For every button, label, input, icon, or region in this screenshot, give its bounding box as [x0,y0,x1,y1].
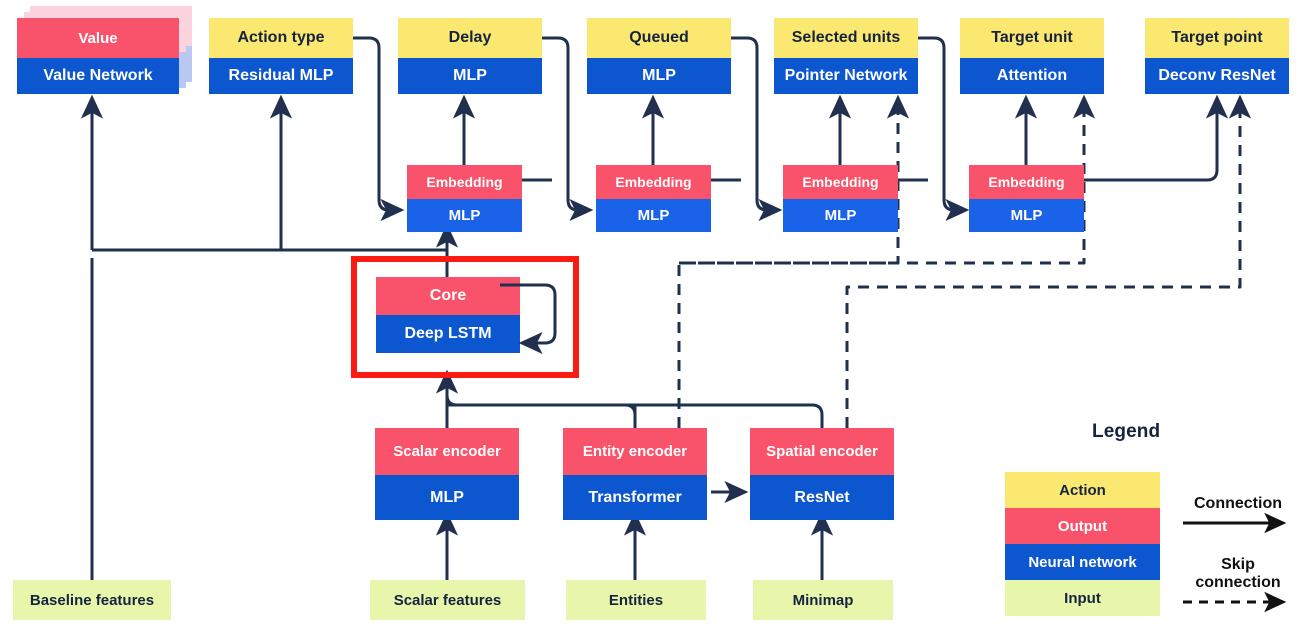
encoder-spatial-output-label: Spatial encoder [750,428,894,475]
legend-swatch-input: Input [1005,580,1160,616]
encoder-entity[interactable]: Entity encoder Transformer [563,428,707,520]
embedding-3-output-label: Embedding [783,165,898,199]
embedding-4-network-label: MLP [969,199,1084,232]
embedding-block-1[interactable]: Embedding MLP [407,165,522,232]
head-action-type-network-label: Residual MLP [209,58,353,94]
core-network-label: Deep LSTM [376,315,520,353]
head-selected-units[interactable]: Selected units Pointer Network [774,18,918,94]
head-queued-network-label: MLP [587,58,731,94]
core-block[interactable]: Core Deep LSTM [376,277,520,353]
legend-swatch-output: Output [1005,508,1160,544]
encoder-scalar-output-label: Scalar encoder [375,428,519,475]
head-target-point-network-label: Deconv ResNet [1145,58,1289,94]
core-highlight-box [351,256,579,378]
core-output-label: Core [376,277,520,315]
head-target-unit-action-label: Target unit [960,18,1104,58]
input-baseline-features[interactable]: Baseline features [13,580,171,620]
legend-swatch-action: Action [1005,472,1160,508]
input-minimap[interactable]: Minimap [753,580,893,620]
head-delay[interactable]: Delay MLP [398,18,542,94]
embedding-2-output-label: Embedding [596,165,711,199]
head-target-unit[interactable]: Target unit Attention [960,18,1104,94]
embedding-block-4[interactable]: Embedding MLP [969,165,1084,232]
head-delay-network-label: MLP [398,58,542,94]
encoder-scalar[interactable]: Scalar encoder MLP [375,428,519,520]
head-selected-units-network-label: Pointer Network [774,58,918,94]
embedding-1-network-label: MLP [407,199,522,232]
legend-skip-connection-label-line1: Skip [1221,556,1255,573]
head-value[interactable]: Value Value Network [17,18,179,94]
head-action-type-action-label: Action type [209,18,353,58]
encoder-entity-output-label: Entity encoder [563,428,707,475]
embedding-block-2[interactable]: Embedding MLP [596,165,711,232]
legend-swatch-stack: Action Output Neural network Input [1005,472,1160,616]
embedding-2-network-label: MLP [596,199,711,232]
input-entities[interactable]: Entities [566,580,706,620]
head-value-action-label: Value [17,18,179,58]
encoder-spatial[interactable]: Spatial encoder ResNet [750,428,894,520]
head-target-unit-network-label: Attention [960,58,1104,94]
embedding-block-3[interactable]: Embedding MLP [783,165,898,232]
input-entities-label: Entities [566,580,706,620]
input-baseline-features-label: Baseline features [13,580,171,620]
legend-title: Legend [1092,421,1161,442]
input-scalar-features[interactable]: Scalar features [370,580,525,620]
legend-skip-connection-label-line2: connection [1195,574,1281,591]
input-minimap-label: Minimap [753,580,893,620]
head-queued-action-label: Queued [587,18,731,58]
input-scalar-features-label: Scalar features [370,580,525,620]
legend-connection-label: Connection [1194,495,1282,512]
encoder-scalar-network-label: MLP [375,475,519,520]
head-target-point-action-label: Target point [1145,18,1289,58]
head-queued[interactable]: Queued MLP [587,18,731,94]
embedding-4-output-label: Embedding [969,165,1084,199]
embedding-3-network-label: MLP [783,199,898,232]
head-target-point[interactable]: Target point Deconv ResNet [1145,18,1289,94]
head-value-network-label: Value Network [17,58,179,94]
encoder-spatial-network-label: ResNet [750,475,894,520]
legend-swatch-neural-network: Neural network [1005,544,1160,580]
head-selected-units-action-label: Selected units [774,18,918,58]
head-action-type[interactable]: Action type Residual MLP [209,18,353,94]
embedding-1-output-label: Embedding [407,165,522,199]
encoder-entity-network-label: Transformer [563,475,707,520]
head-delay-action-label: Delay [398,18,542,58]
